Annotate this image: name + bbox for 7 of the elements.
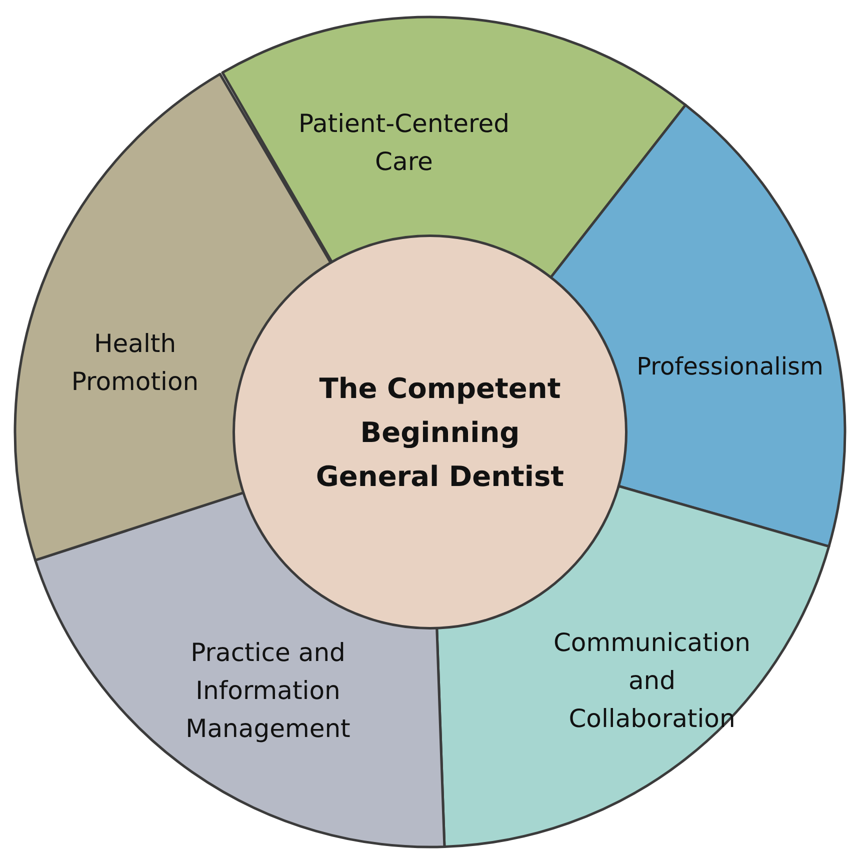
segment-label: Practice and Information Management (186, 638, 350, 743)
center-title: The Competent Beginning General Dentist (316, 372, 564, 493)
segment-label: Patient-Centered Care (298, 108, 510, 176)
center-puzzle-piece (232, 234, 628, 630)
segment-label: Professionalism (636, 352, 824, 380)
puzzle-segment (436, 484, 830, 848)
segment-label: Health Promotion (71, 328, 199, 396)
